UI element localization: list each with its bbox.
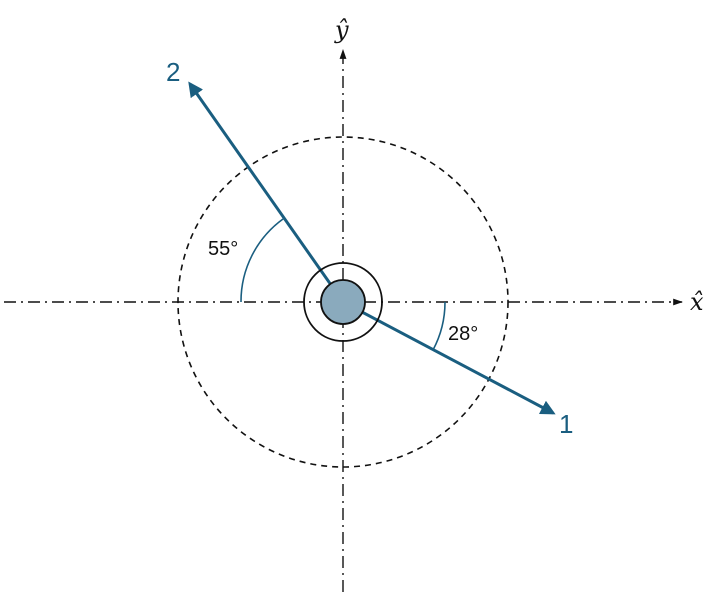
vector-1 bbox=[342, 300, 556, 415]
x-axis-label: x̂ bbox=[690, 288, 704, 316]
angle-label-55: 55° bbox=[208, 238, 238, 260]
angle-arc-28 bbox=[432, 301, 446, 351]
angle-arc-55 bbox=[240, 218, 284, 303]
vector-2 bbox=[188, 81, 345, 303]
vector-label-1: 1 bbox=[559, 409, 573, 439]
hub-outer-ring bbox=[303, 262, 383, 342]
y-axis-label: ŷ bbox=[334, 16, 349, 44]
hub-inner-disc bbox=[320, 279, 366, 325]
angle-label-28: 28° bbox=[448, 323, 478, 345]
vector-label-2: 2 bbox=[166, 57, 180, 87]
